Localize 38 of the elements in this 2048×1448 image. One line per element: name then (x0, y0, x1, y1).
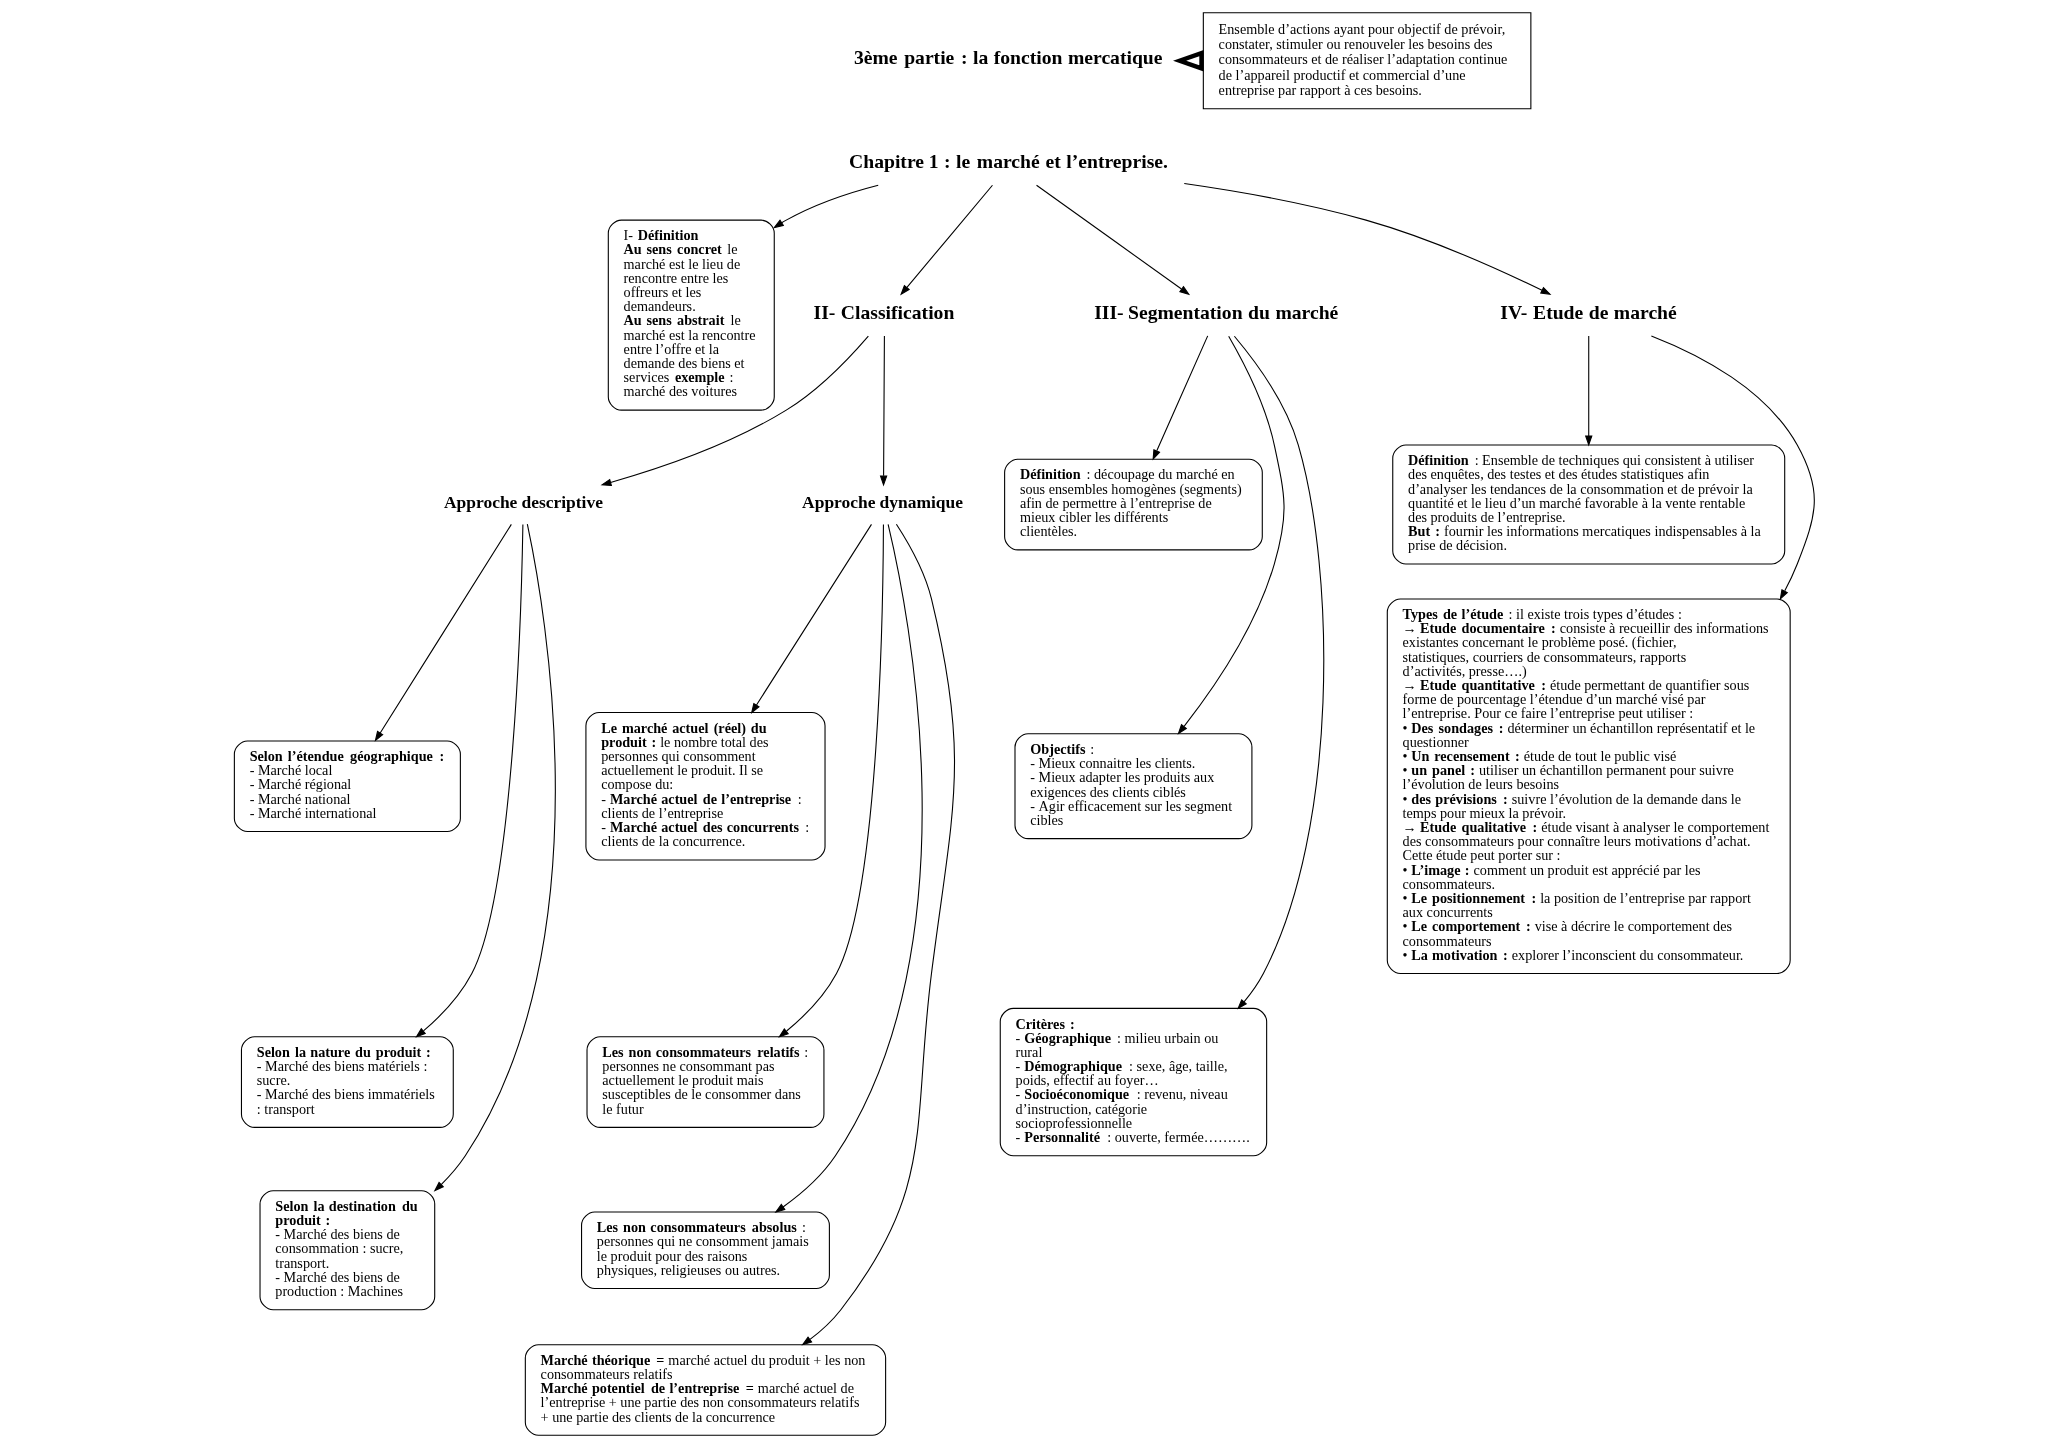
arrow (899, 184, 993, 296)
node-text: Chapitre 1 : le marché et l’entreprise. (848, 150, 1168, 173)
arrow (772, 184, 879, 229)
node-box: Objectifs : - Mieux connaitre les clients. - Mieux adapter les produits aux exigences des clients ciblés - Agir efficacement sur les segment cibles (1013, 733, 1252, 840)
node-box: Définition : Ensemble de techniques qui consistent à utiliser des enquêtes, des testes et des études statistiques afin d’analyser les tendances de la consommation et de prévoir la quantité et le lieu d’un marché favorable à la vente rentable des produits de l’entreprise. But : fournir les informations mercatiques indispensables à la prise de décision. (1391, 444, 1785, 565)
arrow (1233, 335, 1324, 1010)
node-text: Approche dynamique (801, 491, 963, 512)
arrow (750, 523, 872, 714)
node-text: IV- Etude de marché (1499, 300, 1677, 323)
arrow (1035, 184, 1190, 296)
arrow (774, 523, 923, 1213)
arrow (374, 523, 512, 742)
arrow (414, 523, 523, 1038)
node-box: Marché théorique = marché actuel du produit + les non consommateurs relatifs Marché potentiel de l’entreprise = marché actuel de l’entreprise + une partie des non consommateurs relatifs + une partie des clients de la concurrence (524, 1344, 886, 1436)
arrow (1584, 335, 1593, 447)
node-text: 3ème partie : la fonction mercatique (853, 46, 1162, 69)
node-box: Définition : découpage du marché en sous ensembles homogènes (segments) afin de permettre à l’entreprise de mieux cibler les différents clientèles. (1003, 458, 1263, 551)
node-box: Le marché actuel (réel) du produit : le nombre total des personnes qui consomment actuellement le produit. Il se compose du: - Marché actuel de l’entreprise : clients de l’entreprise - Marché actuel des concurrents : clients de la concurrence. (584, 712, 826, 861)
node-box: I- Définition Au sens concret le marché est le lieu de rencontre entre les offreurs et les demandeurs. Au sens abstrait le marché est la rencontre entre l’offre et la demande des biens et services exemple : marché des voitures (607, 219, 775, 411)
node-box: Les non consommateurs absolus : personnes qui ne consomment jamais le produit pour des raisons physiques, religieuses ou autres. (580, 1211, 830, 1289)
arrow (433, 523, 556, 1192)
node-box: Critères : - Géographique : milieu urbain ou rural - Démographique : sexe, âge, taille, poids, effectif au foyer… - Socioéconomique : revenu, niveau d’instruction, catégorie socioprofessionnelle - Personnalité : ouverte, fermée………. (999, 1007, 1267, 1157)
arrow (1176, 335, 1285, 735)
node-box: Selon l’étendue géographique : - Marché local - Marché régional - Marché national - Marché international (233, 740, 461, 833)
node-box: Selon la nature du produit : - Marché des biens matériels : sucre. - Marché des biens immatériels : transport (240, 1036, 454, 1128)
arrow (777, 523, 884, 1038)
arrow (1152, 335, 1208, 461)
arrow (800, 523, 955, 1346)
node-box: Les non consommateurs relatifs : personnes ne consommant pas actuellement le produit mais susceptibles de le consommer dans le futur (585, 1036, 824, 1128)
node-text: III- Segmentation du marché (1093, 300, 1338, 323)
node-box: Types de l’étude : il existe trois types d’études : → Etude documentaire : consiste à recueillir des informations existantes concernant le problème posé. (fichier, statistiques, courriers de consommateurs, rapports d’activités, presse….) → Etude quantitative : étude permettant de quantifier sous forme de pourcentage l’étendue d’un marché visé par l’entreprise. Pour ce faire l’entreprise peut utiliser : • Des sondages : déterminer un échantillon représentatif et le questionner • Un recensement : étude de tout le public visé • un panel : utiliser un échantillon permanent pour suivre l’évolution de leurs besoins • des prévisions : suivre l’évolution de la demande dans le temps pour mieux la prévoir. → Etude qualitative : étude visant à analyser le comportement des consommateurs pour connaître leurs motivations d’achat. Cette étude peut porter sur : • L’image : comment un produit est apprécié par les consommateurs. • Le positionnement : la position de l’entreprise par rapport aux concurrents • Le comportement : vise à décrire le comportement des consommateurs • La motivation : explorer l’inconscient du consommateur. (1386, 598, 1791, 974)
node-box: Selon la destination du produit : - Marché des biens de consommation : sucre, transport. - Marché des biens de production : Machines (258, 1190, 435, 1311)
arrow (600, 335, 869, 486)
node-text: Approche descriptive (443, 491, 603, 512)
arrow (879, 335, 887, 487)
arrow (1183, 183, 1551, 295)
node-text: II- Classification (813, 300, 954, 323)
arrow (1650, 335, 1815, 601)
